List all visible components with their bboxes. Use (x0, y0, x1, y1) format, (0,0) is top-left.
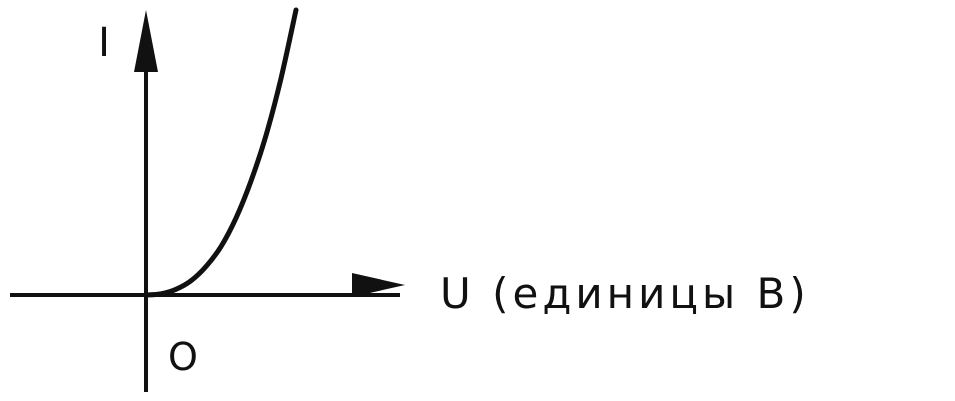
series-line (143, 7, 299, 298)
y-axis-arrow-icon (134, 10, 158, 72)
origin-label: O (168, 335, 198, 379)
x-axis-label: U (единицы В) (440, 269, 810, 318)
x-axis-arrow-icon (352, 273, 405, 297)
y-axis-label: I (98, 20, 110, 66)
